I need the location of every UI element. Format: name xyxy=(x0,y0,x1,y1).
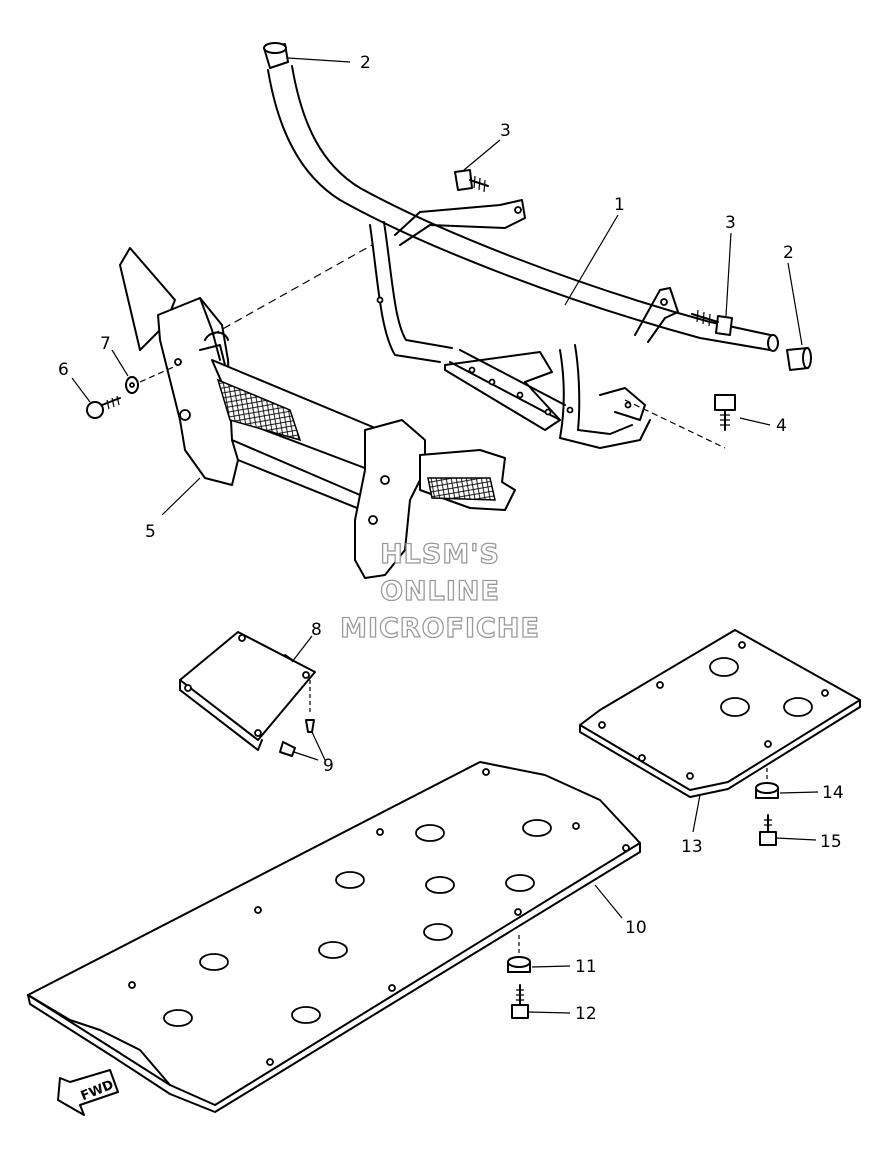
part-label-9: 9 xyxy=(323,756,334,776)
fwd-arrow-icon: FWD xyxy=(57,1069,119,1116)
bolt-4 xyxy=(624,394,771,449)
bolt-3-left xyxy=(454,139,501,193)
rivet-9 xyxy=(279,680,326,761)
part-label-14: 14 xyxy=(822,783,844,803)
part-label-2a: 2 xyxy=(360,53,371,73)
bolt-3-right xyxy=(691,232,733,336)
grommet-14 xyxy=(755,768,819,799)
part-label-10: 10 xyxy=(625,918,647,938)
part-labels: 1 2 2 3 3 4 5 6 7 8 9 10 11 12 13 14 15 xyxy=(58,53,844,1024)
part-label-5: 5 xyxy=(145,522,156,542)
part-label-4: 4 xyxy=(776,416,787,436)
bolt-6 xyxy=(71,377,121,419)
watermark-line-1: HLSM'S xyxy=(380,539,500,570)
part-label-2b: 2 xyxy=(783,243,794,263)
part-label-8: 8 xyxy=(311,620,322,640)
end-cap-left xyxy=(263,42,351,69)
part-label-12: 12 xyxy=(575,1004,597,1024)
watermark-line-2: ONLINE xyxy=(380,576,500,607)
watermark: HLSM'S ONLINE MICROFICHE xyxy=(339,538,540,644)
skid-plate-holes xyxy=(128,768,630,1066)
front-bumper-tube xyxy=(267,65,779,449)
part-label-15: 15 xyxy=(820,832,842,852)
watermark-line-3: MICROFICHE xyxy=(340,613,540,644)
end-cap-right xyxy=(786,262,812,371)
small-skid-plate xyxy=(179,631,316,751)
part-label-3a: 3 xyxy=(500,121,511,141)
part-label-13: 13 xyxy=(681,837,703,857)
part-label-3b: 3 xyxy=(725,213,736,233)
part-label-11: 11 xyxy=(575,957,597,977)
part-label-1: 1 xyxy=(614,195,625,215)
bolt-12 xyxy=(511,984,571,1019)
part-label-6: 6 xyxy=(58,360,69,380)
washer-7 xyxy=(111,244,373,394)
part-label-7: 7 xyxy=(100,334,111,354)
large-skid-plate xyxy=(27,761,641,1113)
bumper-guard xyxy=(119,247,516,579)
grommet-11 xyxy=(507,935,571,973)
bolt-15 xyxy=(759,814,817,846)
rear-skid-plate xyxy=(579,629,861,833)
